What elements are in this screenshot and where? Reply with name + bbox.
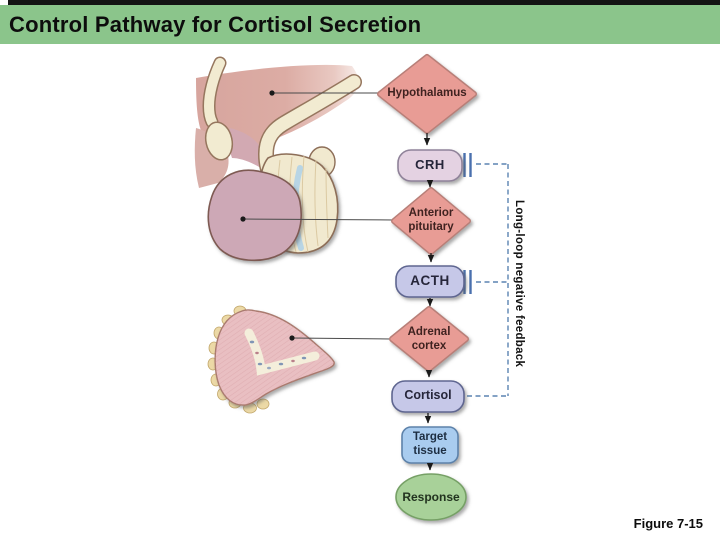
hypothalamus-tissue <box>196 64 359 149</box>
mammillary-knob <box>204 121 234 161</box>
page-title: Control Pathway for Cortisol Secretion <box>9 11 422 37</box>
adrenal-medulla-specks <box>249 340 307 370</box>
adrenal-pointer-line <box>291 337 392 340</box>
long-loop-feedback-label: Long-loop negative feedback <box>513 200 525 368</box>
shape-target-tissue <box>401 426 459 464</box>
shape-cortisol <box>391 380 465 413</box>
shape-anterior-pituitary-fill <box>392 188 470 254</box>
inhibition-icon <box>463 153 472 177</box>
adrenal-gland-illustration <box>207 305 335 414</box>
pointer-dot <box>289 335 295 341</box>
label-pointer-lines <box>240 90 395 341</box>
anterior-pituitary-lobe <box>207 169 302 262</box>
shape-crh <box>397 149 463 182</box>
left-cream-tract <box>203 58 225 127</box>
top-border-rule <box>8 0 720 5</box>
pituitary-pointer-line <box>242 218 395 221</box>
figure-number-label: Figure 7-15 <box>633 516 703 531</box>
shape-adrenal-cortex-fill <box>390 307 468 371</box>
adrenal-medulla <box>244 328 320 376</box>
inhibition-icon <box>463 270 472 294</box>
shape-response <box>395 473 467 521</box>
flow-arrows <box>423 133 435 471</box>
shape-acth <box>395 265 465 298</box>
brain-pituitary-illustration <box>194 56 362 262</box>
title-bar: Control Pathway for Cortisol Secretion <box>0 5 720 44</box>
pointer-dot <box>240 216 246 222</box>
feedback-loop <box>467 163 509 397</box>
shape-hypothalamus-fill <box>378 55 476 133</box>
pointer-dot <box>269 90 275 96</box>
upper-pituitary-tissue <box>228 128 264 170</box>
flowchart-shapes <box>377 54 477 521</box>
